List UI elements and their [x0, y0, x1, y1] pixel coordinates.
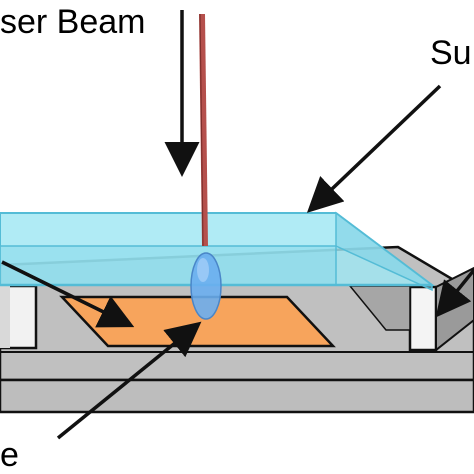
glass-right-face	[335, 211, 433, 292]
laser-beam-line	[199, 13, 208, 247]
label-substrate: Su	[430, 34, 472, 72]
right-spacer	[408, 285, 438, 352]
arrow-substrate	[306, 84, 442, 213]
label-bottom-left: e	[0, 436, 19, 474]
label-laser-beam: ser Beam	[0, 3, 146, 41]
droplet-highlight	[197, 258, 209, 282]
arrow-right-spacer	[435, 268, 474, 318]
glass-front-face	[0, 245, 337, 286]
base-plate-front	[0, 378, 474, 414]
arrow-film-upper	[1, 260, 135, 328]
laser-beam-shadow	[199, 13, 204, 247]
arrow-film-lower	[56, 321, 202, 440]
left-spacer-shade	[0, 286, 10, 348]
